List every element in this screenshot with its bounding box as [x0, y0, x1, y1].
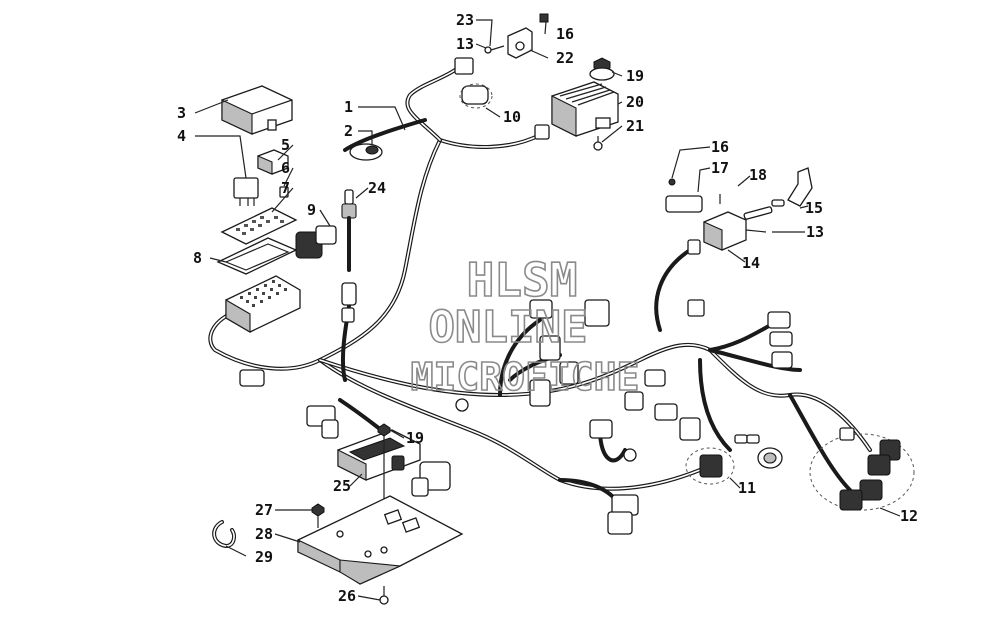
- relay-5: [257, 149, 289, 175]
- callout-5: 5: [281, 136, 290, 154]
- connector-11: [685, 434, 783, 485]
- callout-21: 21: [626, 117, 644, 135]
- screw-21: [593, 136, 603, 151]
- watermark: HLSM ONLINE MICROFICHE: [410, 252, 640, 400]
- fuse-6: [279, 186, 289, 198]
- bracket-22: [484, 13, 549, 59]
- clamp-29: [212, 520, 236, 549]
- callout-29: 29: [255, 548, 273, 566]
- nut-19-top: [589, 57, 615, 81]
- callout-22: 22: [556, 49, 574, 67]
- relay-4: [233, 177, 259, 206]
- callout-3: 3: [177, 104, 186, 122]
- callout-18: 18: [749, 166, 767, 184]
- callout-19-lower: 19: [406, 429, 424, 447]
- connector-9: [295, 225, 337, 259]
- callout-9: 9: [307, 201, 316, 219]
- mounting-plate-28: [297, 495, 464, 585]
- clip-2: [349, 143, 383, 161]
- fuse-box-cover: [221, 85, 293, 135]
- leader-lines: [194, 19, 901, 601]
- callout-11: 11: [738, 479, 756, 497]
- callout-10: 10: [503, 108, 521, 126]
- watermark-line-1: HLSM: [467, 253, 578, 307]
- callout-14: 14: [742, 254, 760, 272]
- bolt-27: [311, 503, 325, 528]
- ecu-25: [337, 429, 421, 481]
- watermark-line-3: MICROFICHE: [411, 355, 640, 399]
- callout-19-top: 19: [626, 67, 644, 85]
- bolt-26: [379, 586, 389, 605]
- watermark-line-2: ONLINE: [429, 302, 588, 353]
- connector-10: [459, 83, 493, 109]
- callout-12: 12: [900, 507, 918, 525]
- callout-25: 25: [333, 477, 351, 495]
- callout-27: 27: [255, 501, 273, 519]
- connector-group-12: [809, 427, 915, 511]
- callout-2: 2: [344, 122, 353, 140]
- sensor-24: [341, 189, 357, 272]
- callout-labels: 1 2 3 4 5 6 7 8 9 10 11 12 13 13 14 15 1…: [177, 11, 918, 605]
- callout-15: 15: [805, 199, 823, 217]
- callout-20: 20: [626, 93, 644, 111]
- callout-24: 24: [368, 179, 386, 197]
- callout-6: 6: [281, 159, 290, 177]
- callout-26: 26: [338, 587, 356, 605]
- gasket-8: [216, 237, 298, 275]
- callout-23: 23: [456, 11, 474, 29]
- callout-1: 1: [344, 98, 353, 116]
- callout-13-top: 13: [456, 35, 474, 53]
- voltage-regulator-20: [551, 81, 619, 137]
- callout-17: 17: [711, 159, 729, 177]
- coil-assembly-14: [665, 167, 813, 251]
- callout-13-right: 13: [806, 223, 824, 241]
- callout-8: 8: [193, 249, 202, 267]
- harness-connectors: [239, 57, 793, 535]
- callout-16-right: 16: [711, 138, 729, 156]
- callout-4: 4: [177, 127, 186, 145]
- fuse-block: [225, 275, 301, 333]
- callout-16-top: 16: [556, 25, 574, 43]
- callout-28: 28: [255, 525, 273, 543]
- fuse-panel-7: [220, 207, 298, 245]
- callout-7: 7: [281, 179, 290, 197]
